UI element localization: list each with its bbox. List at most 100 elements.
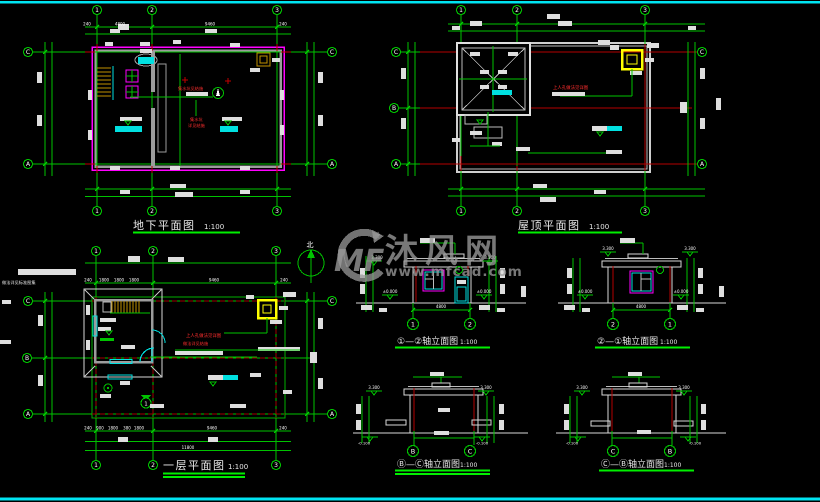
svg-text:C: C <box>700 49 704 56</box>
elevation-2-1: 3.300 3.300 ±0.000 ±0.000 <box>558 238 726 349</box>
elevation-B-C-title: Ⓑ—Ⓒ轴立面图 <box>397 458 460 470</box>
roof-red-note: 上人孔做法见详图 <box>553 84 589 91</box>
elevation-2-1-scale: 1:100 <box>660 339 677 346</box>
elevation-door <box>454 276 469 304</box>
svg-text:3: 3 <box>643 7 647 14</box>
basement-tank <box>134 49 158 67</box>
north-label: 北 <box>307 241 314 249</box>
level-text: -0.100 <box>689 441 702 446</box>
level-text: 3.300 <box>602 246 614 251</box>
first-title: 一层平面图 <box>163 459 226 472</box>
basement-plan: 集水坑见结施 集水坑 详见结施 <box>22 4 338 234</box>
width-dim: 4800 <box>636 304 647 309</box>
first-dim: 380 <box>123 426 131 431</box>
elevation-1-2-title: ①—②轴立面图 <box>397 335 458 347</box>
basement-red-note-1: 集水坑见结施 <box>178 85 204 92</box>
svg-text:1: 1 <box>411 320 415 328</box>
basement-red-note-2: 集水坑 <box>190 116 203 123</box>
watermark-logo: MF <box>334 244 385 279</box>
basement-title: 地下平面图 <box>133 219 196 232</box>
first-section-marker: 1 <box>103 383 152 409</box>
first-floor-plan: 上人孔做法见详图 做法详见结施 1 <box>0 245 338 478</box>
level-text: 3.300 <box>684 246 696 251</box>
width-dim: 4800 <box>436 304 447 309</box>
svg-text:3: 3 <box>274 248 278 255</box>
svg-text:C: C <box>394 49 398 56</box>
first-dim: 240 <box>84 426 92 431</box>
first-red-note-2: 做法详见结施 <box>183 340 209 347</box>
first-dim: 240 <box>84 278 92 283</box>
level-text: -0.100 <box>358 441 371 446</box>
level-text: ±0.000 <box>674 289 689 294</box>
basement-dim: 4800 <box>115 22 126 27</box>
svg-text:C: C <box>468 447 473 455</box>
basement-red-axis <box>85 44 291 173</box>
svg-text:C: C <box>611 447 616 455</box>
basement-pumps <box>125 69 139 99</box>
first-dim: 240 <box>280 278 288 283</box>
first-dim: 1800 <box>114 278 125 283</box>
svg-text:B: B <box>392 105 396 112</box>
svg-text:A: A <box>330 161 335 168</box>
level-text: ±0.000 <box>383 289 398 294</box>
svg-text:3: 3 <box>275 208 279 215</box>
svg-text:1: 1 <box>459 7 463 14</box>
elevation-dims-left: ±0.000 <box>564 258 593 312</box>
basement-basins <box>115 117 242 132</box>
level-text: 3.300 <box>480 385 492 390</box>
floor-drain-icon <box>212 87 224 99</box>
basement-dim: 240 <box>83 22 91 27</box>
elevation-2-1-title: ②—①轴立面图 <box>597 335 658 347</box>
svg-text:C: C <box>330 298 334 305</box>
first-dim: 1800 <box>108 426 119 431</box>
svg-text:A: A <box>700 161 705 168</box>
first-axis-bubbles: 1 2 3 1 2 3 C B A C A <box>21 245 338 471</box>
level-text: ±0.000 <box>578 289 593 294</box>
basement-axis-bubbles: 1 2 3 1 2 3 C A C A <box>22 4 338 217</box>
basement-red-marks <box>182 77 231 84</box>
first-dim: 9460 <box>207 426 218 431</box>
basement-outline <box>91 46 285 171</box>
svg-text:3: 3 <box>643 208 647 215</box>
elevation-C-B-scale: 1:100 <box>664 462 681 469</box>
watermark-sparkle-icon: + <box>374 230 382 241</box>
first-dim-ticks <box>42 280 310 434</box>
first-dim: 1800 <box>129 278 140 283</box>
drain-circle-icon <box>455 266 463 274</box>
drain-circle-icon <box>656 266 664 274</box>
svg-text:1: 1 <box>94 248 98 255</box>
roof-axis-bubbles: 1 2 3 1 2 3 C B A C A <box>388 4 708 217</box>
elevation-window <box>629 270 654 294</box>
svg-text:2: 2 <box>468 320 472 328</box>
elevation-window <box>422 269 445 292</box>
first-dim: 9460 <box>209 278 220 283</box>
first-title-scale: 1:100 <box>228 463 248 471</box>
watermark-url: www.mfcad.com <box>385 264 523 280</box>
roof-title: 屋顶平面图 <box>518 219 581 232</box>
level-text: 3.300 <box>484 255 496 260</box>
first-dim: 1800 <box>99 278 110 283</box>
svg-text:2: 2 <box>611 320 615 328</box>
svg-text:A: A <box>330 411 335 418</box>
svg-text:A: A <box>26 411 31 418</box>
first-room <box>83 288 166 380</box>
svg-text:A: A <box>394 161 399 168</box>
svg-text:B: B <box>25 355 29 362</box>
elevation-dims-right: 3.300 -0.100 <box>474 385 504 446</box>
elevation-dims-right: 3.300 -0.100 <box>676 385 706 446</box>
svg-text:1: 1 <box>95 7 99 14</box>
elevation-1-2: 3.300 ±0.000 3.300 ±0.000 4800 <box>356 238 526 349</box>
elevation-B-C: 3.300 -0.100 3.300 -0.100 B C Ⓑ—Ⓒ轴立面图 1:… <box>353 372 528 475</box>
level-text: 3.300 <box>678 385 690 390</box>
basement-dim: 9460 <box>205 22 216 27</box>
svg-text:2: 2 <box>150 7 154 14</box>
basement-dim: 240 <box>279 22 287 27</box>
elevation-C-B-title: Ⓒ—Ⓑ轴立面图 <box>601 458 664 470</box>
level-text: -0.100 <box>476 441 489 446</box>
basement-red-note-3: 详见结施 <box>188 122 206 129</box>
roof-dim-ticks <box>405 21 648 192</box>
svg-text:C: C <box>26 49 30 56</box>
elevation-dims-left: 3.300 -0.100 <box>356 385 382 446</box>
svg-text:3: 3 <box>275 7 279 14</box>
